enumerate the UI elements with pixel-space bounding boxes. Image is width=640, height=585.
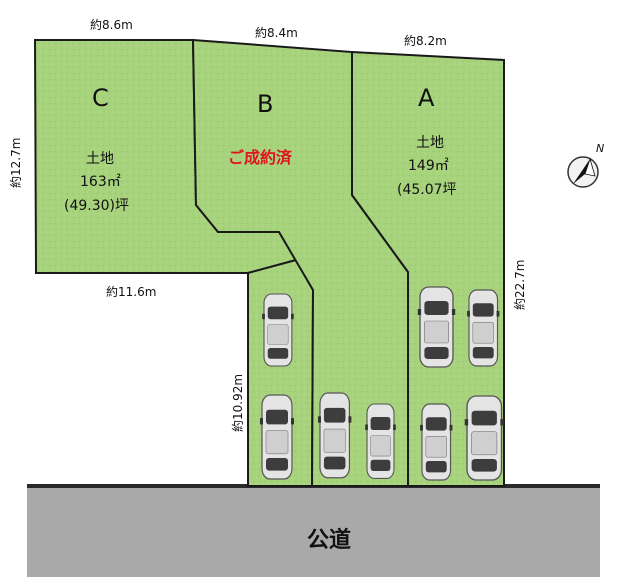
lot-b-sold-status: ご成約済 xyxy=(228,148,293,167)
dim-top-c: 約8.6m xyxy=(90,17,133,32)
lot-c-letter: C xyxy=(92,84,109,112)
lot-c-tsubo: (49.30)坪 xyxy=(64,198,129,214)
lot-a-letter: A xyxy=(418,84,435,112)
road-label: 公道 xyxy=(307,527,351,553)
car-a-lower-right xyxy=(464,395,505,481)
lot-c-area: 163㎡ xyxy=(80,174,121,190)
lot-a-type: 土地 xyxy=(416,135,444,151)
dim-bottom-c: 約11.6m xyxy=(106,284,156,299)
dim-left-c: 約12.7m xyxy=(8,138,23,188)
public-road xyxy=(27,487,600,577)
lot-c-type: 土地 xyxy=(86,151,114,167)
car-b-left xyxy=(317,392,352,479)
car-c-upper xyxy=(261,293,295,367)
north-arrow-icon xyxy=(567,156,599,188)
dim-right-a: 約22.7m xyxy=(512,260,527,310)
dim-driveway-left: 約10.92m xyxy=(230,374,245,432)
lot-a-area: 149㎡ xyxy=(408,158,449,174)
lot-a xyxy=(351,50,505,487)
dim-top-a: 約8.2m xyxy=(404,33,447,48)
car-a-upper-right xyxy=(466,289,500,367)
car-a-lower-left xyxy=(419,403,453,481)
car-a-upper-left xyxy=(417,286,456,368)
compass-label: N xyxy=(596,142,604,155)
lot-b-letter: B xyxy=(257,90,273,118)
car-b-right xyxy=(364,403,397,479)
car-c-lower xyxy=(259,394,295,480)
lot-a-tsubo: (45.07坪 xyxy=(397,182,457,198)
dim-top-b: 約8.4m xyxy=(255,25,298,40)
